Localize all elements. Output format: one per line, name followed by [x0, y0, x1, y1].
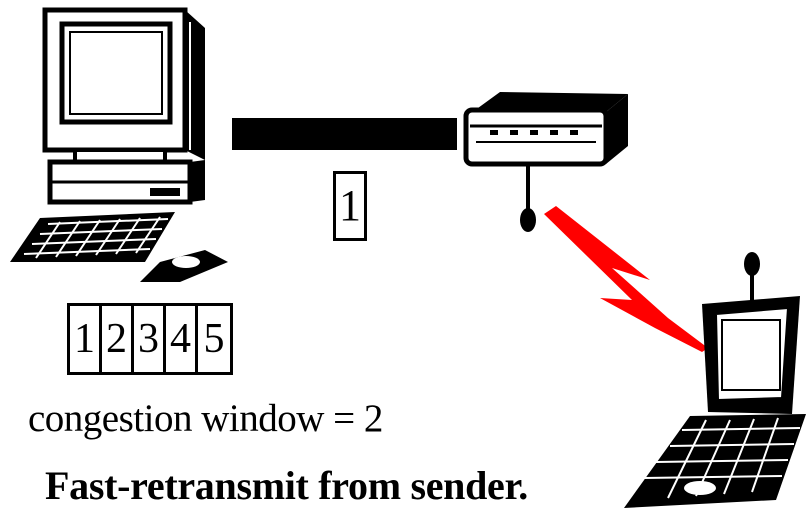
sender-buffer: 1 2 3 4 5 — [67, 303, 233, 375]
receiver-laptop-icon — [624, 252, 806, 508]
caption: Fast-retransmit from sender. — [45, 464, 528, 508]
buffer-cell: 4 — [166, 306, 198, 372]
packet-number: 1 — [339, 184, 361, 228]
wired-link — [232, 118, 457, 150]
buffer-cell: 5 — [198, 306, 230, 372]
wireless-link-bolt-icon — [544, 206, 708, 352]
buffer-cell: 1 — [70, 306, 102, 372]
congestion-window-label: congestion window = 2 — [28, 398, 383, 441]
buffer-cell: 2 — [102, 306, 134, 372]
packet-in-transit: 1 — [333, 171, 367, 241]
sender-computer-icon — [10, 10, 228, 282]
buffer-cell: 3 — [134, 306, 166, 372]
base-station-icon — [466, 92, 628, 232]
